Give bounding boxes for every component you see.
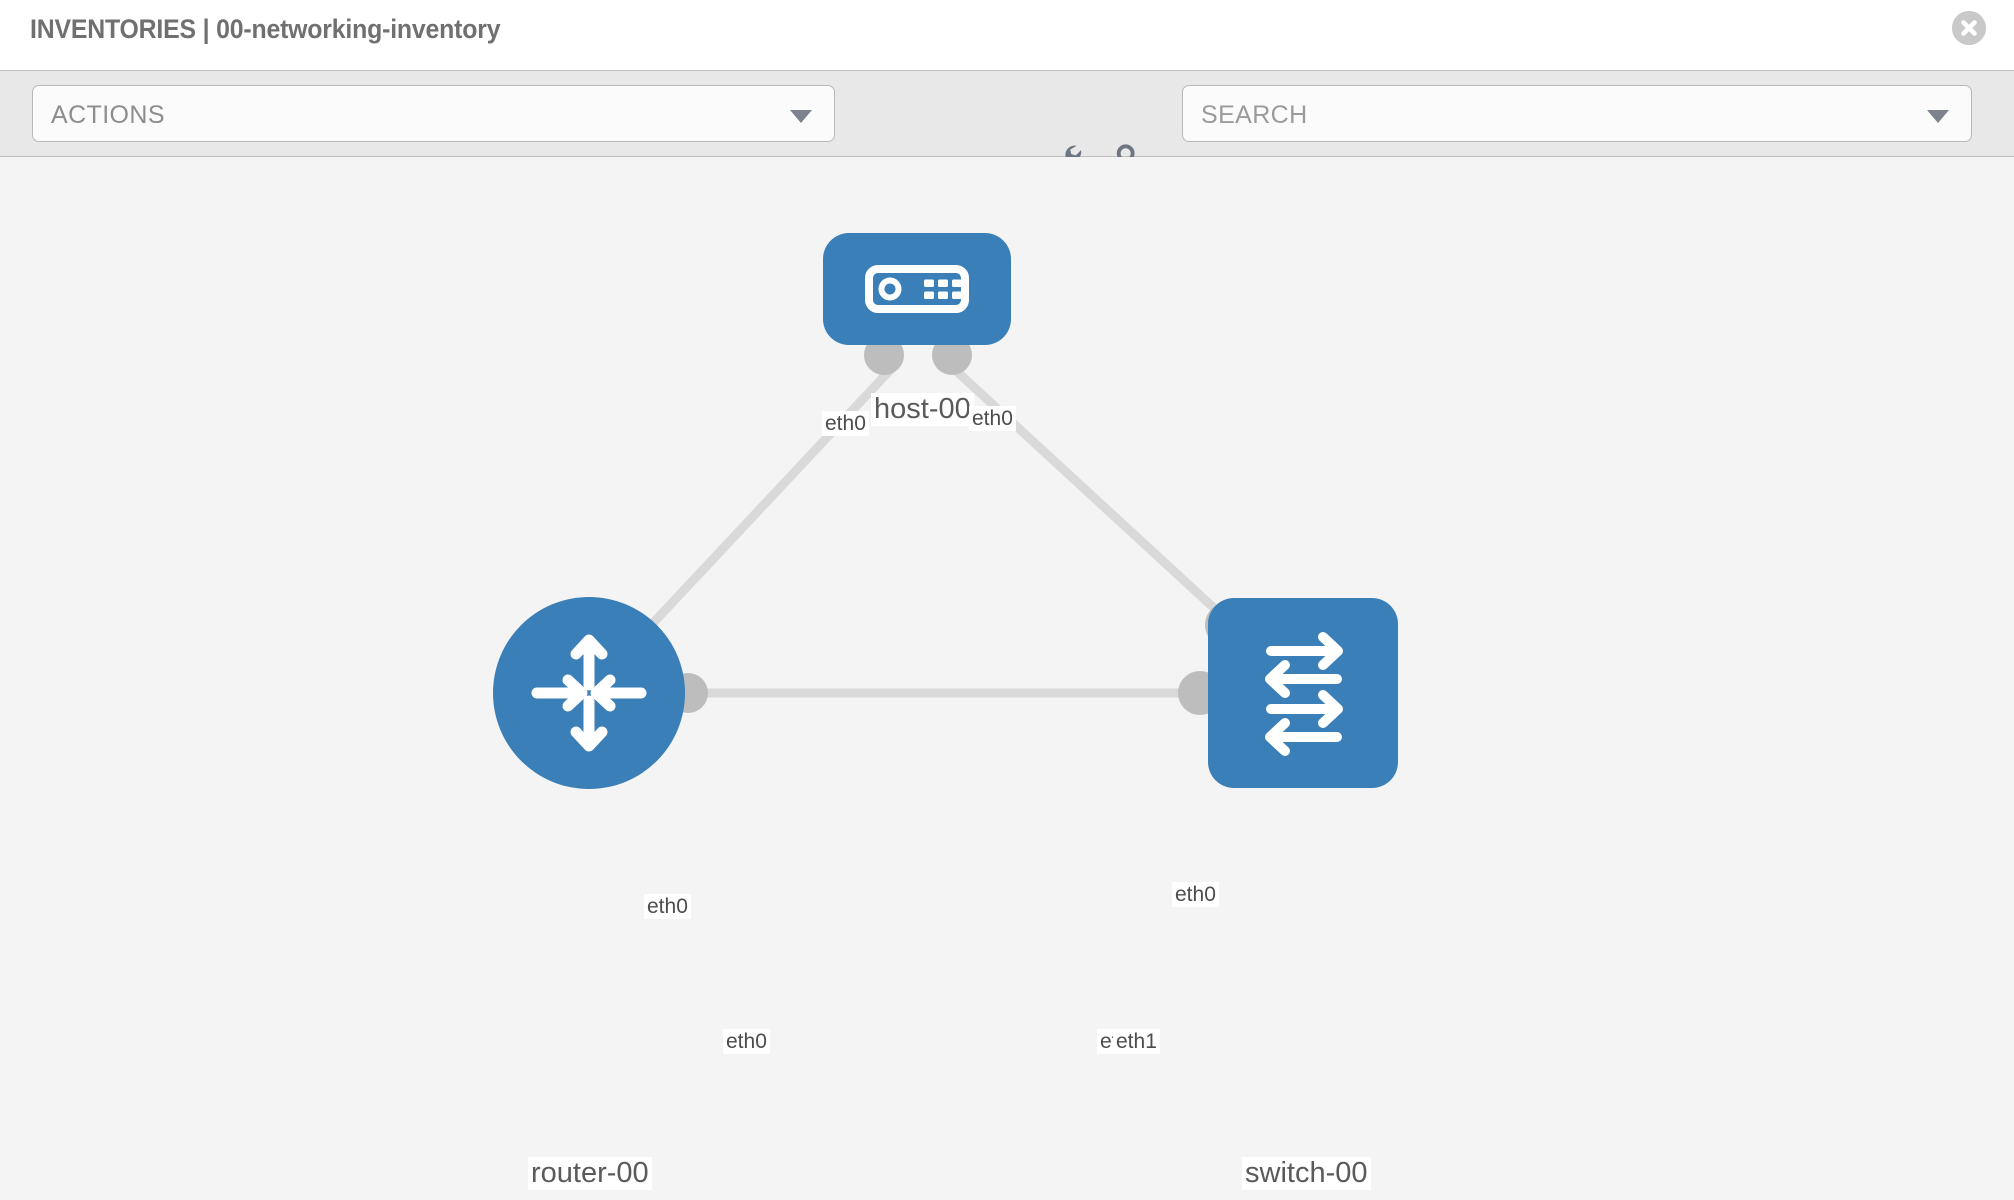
toolbar: ACTIONS SEARCH (0, 70, 2014, 178)
page-header: INVENTORIES | 00-networking-inventory (0, 0, 2014, 70)
page-title: INVENTORIES | 00-networking-inventory (30, 14, 501, 44)
node-switch (1208, 598, 1398, 788)
actions-label: ACTIONS (51, 101, 165, 129)
node-router (493, 597, 685, 789)
search-input[interactable]: SEARCH (1182, 85, 1972, 142)
iface-label-switch-up: eth0 (1172, 882, 1219, 907)
topology-canvas[interactable]: host-00 router-00 switch-00 eth0 eth0 et… (0, 157, 2014, 1200)
node-label-host: host-00 (871, 393, 974, 426)
iface-label-router-right: eth0 (723, 1029, 770, 1054)
topology-connectors (668, 335, 1251, 715)
close-icon[interactable] (1952, 11, 1986, 45)
iface-label-router-up: eth0 (644, 894, 691, 919)
iface-label-host-left: eth0 (822, 411, 869, 436)
actions-dropdown[interactable]: ACTIONS (32, 85, 835, 142)
node-label-router: router-00 (528, 1157, 652, 1190)
chevron-down-icon (790, 110, 812, 123)
iface-label-switch-left-b: eth1 (1113, 1029, 1160, 1054)
node-host (823, 233, 1011, 345)
link-host-router (636, 363, 897, 641)
iface-label-host-right: eth0 (969, 406, 1016, 431)
search-placeholder: SEARCH (1201, 101, 1308, 129)
chevron-down-icon (1927, 110, 1949, 123)
node-label-switch: switch-00 (1242, 1157, 1371, 1190)
topology-graph (493, 233, 1398, 789)
